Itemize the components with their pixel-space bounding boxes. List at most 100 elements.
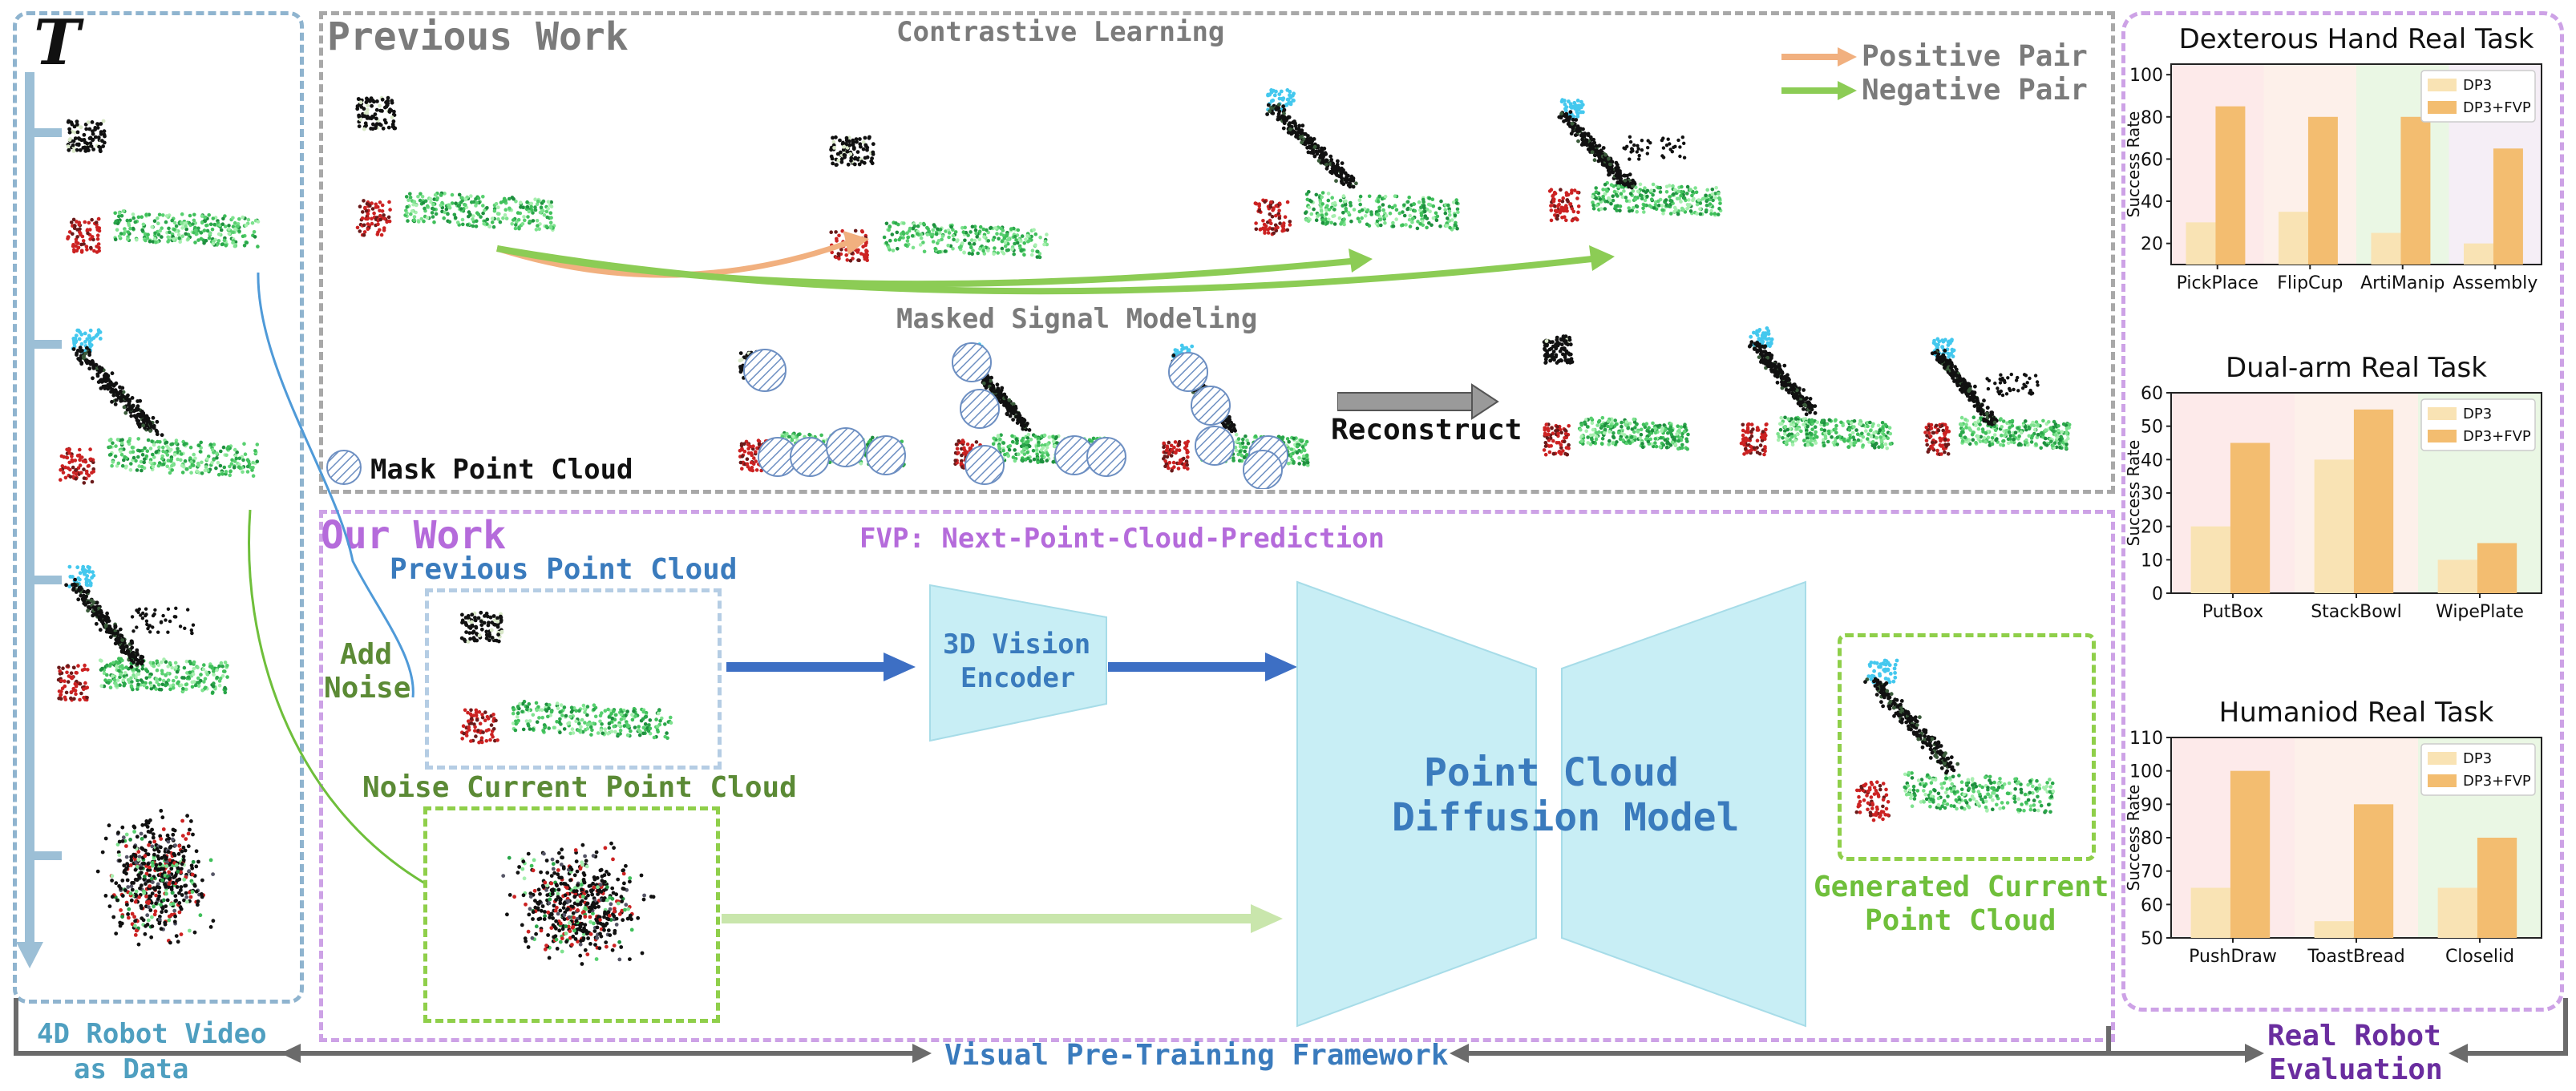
chart-dual-arm-plot-xtick-label: WipePlate	[2436, 602, 2524, 622]
chart-humanoid-plot-legend-label: DP3+FVP	[2463, 773, 2531, 790]
chart-dual-arm-plot-xtick-label: PutBox	[2202, 602, 2263, 622]
legend-positive-pair-arrow	[1781, 47, 1857, 67]
chart-humanoid-plot-bar-dp3-fvp	[2477, 838, 2517, 938]
fvp-subtitle: FVP: Next-Point-Cloud-Prediction	[859, 523, 1385, 555]
masked-signal-modeling-label: Masked Signal Modeling	[896, 303, 1258, 335]
chart-dual-arm-plot-bar-dp3	[2314, 459, 2354, 593]
chart-dexterous-plot-xtick-label: PickPlace	[2177, 273, 2259, 293]
chart-dual-arm-plot-ytick-label: 10	[2141, 551, 2163, 571]
generated-label-2: Point Cloud	[1865, 904, 2056, 937]
noise-current-point-cloud-label: Noise Current Point Cloud	[362, 771, 797, 804]
chart-dexterous-plot-ytick-label: 40	[2141, 192, 2163, 212]
chart-dexterous-plot-bar-dp3	[2186, 222, 2216, 265]
chart-humanoid-plot-bar-dp3	[2437, 887, 2477, 938]
generated-point-cloud-box	[1838, 633, 2096, 861]
chart-dual-arm-plot-bar-dp3	[2190, 526, 2230, 593]
contrastive-cloud-positive	[829, 135, 1049, 263]
chart-dexterous-plot: Dexterous Hand Real Task20406080100Succe…	[2125, 24, 2542, 293]
reconstructed-cloud-2	[1739, 326, 1894, 457]
contrastive-cloud-negative-1	[1253, 88, 1460, 236]
contrastive-cloud-anchor	[355, 95, 556, 237]
chart-dexterous-plot-ylabel: Success Rate	[2125, 111, 2143, 218]
chart-dual-arm-plot-legend-swatch	[2428, 407, 2457, 420]
reconstructed-cloud-3	[1923, 337, 2072, 456]
evaluation-panel	[2121, 11, 2564, 1012]
chart-humanoid-plot-ytick-label: 60	[2141, 895, 2163, 915]
contrastive-learning-label: Contrastive Learning	[896, 16, 1225, 48]
masked-cloud-1	[738, 349, 906, 477]
chart-humanoid-plot-xtick-label: Closelid	[2445, 947, 2514, 967]
contrastive-arrows	[495, 231, 1615, 295]
chart-dual-arm-plot-ytick-label: 20	[2141, 518, 2163, 538]
chart-humanoid-plot-bar-dp3	[2314, 921, 2354, 938]
chart-humanoid-plot-ytick-label: 90	[2141, 795, 2163, 815]
masked-cloud-2	[952, 342, 1126, 485]
masked-cloud-3	[1162, 343, 1310, 489]
previous-work-panel	[319, 11, 2115, 494]
chart-humanoid-plot: Humaniod Real Task5060708090100110Succes…	[2125, 697, 2542, 967]
chart-humanoid-plot-xtick-label: PushDraw	[2189, 947, 2277, 967]
data-label-line1: 4D Robot Video	[37, 1018, 267, 1050]
chart-dexterous-plot-bar-dp3	[2371, 232, 2401, 265]
chart-dual-arm-plot-ylabel: Success Rate	[2125, 440, 2143, 547]
diffusion-model-label-1: Point Cloud	[1424, 750, 1679, 795]
vision-encoder-shape	[929, 584, 1107, 742]
chart-humanoid-plot-bar-dp3-fvp	[2353, 804, 2394, 938]
chart-dexterous-plot-ytick-label: 60	[2141, 150, 2163, 170]
noise-point-cloud	[501, 841, 656, 966]
chart-dexterous-plot-ytick-label: 20	[2141, 235, 2163, 255]
chart-humanoid-plot-bar-dp3	[2190, 887, 2230, 938]
legend-negative-pair-arrow	[1781, 81, 1857, 100]
chart-dexterous-plot-ytick-label: 100	[2129, 66, 2163, 86]
chart-dexterous-plot-bar-dp3-fvp	[2307, 116, 2338, 265]
chart-dexterous-plot-legend-label: DP3+FVP	[2463, 99, 2531, 116]
time-axis-label: T	[34, 6, 81, 79]
chart-dexterous-plot-bar-dp3-fvp	[2493, 148, 2523, 265]
previous-point-cloud	[459, 610, 673, 745]
previous-point-cloud-label: Previous Point Cloud	[390, 553, 738, 586]
our-work-title: Our Work	[321, 513, 507, 558]
timeline-axis	[16, 72, 62, 968]
vision-encoder-label-1: 3D Vision	[943, 628, 1091, 661]
chart-humanoid-plot-legend-swatch	[2428, 752, 2457, 765]
chart-dual-arm-plot-legend-swatch	[2428, 430, 2457, 442]
vision-encoder-label-2: Encoder	[960, 662, 1076, 694]
chart-dual-arm-plot-bar-dp3-fvp	[2230, 442, 2271, 593]
chart-dexterous-plot-xtick-label: ArtiManip	[2360, 273, 2445, 293]
noise-point-cloud-box	[423, 806, 720, 1023]
connector-curves	[248, 272, 426, 885]
chart-humanoid-plot-ytick-label: 50	[2141, 929, 2163, 949]
chart-dexterous-plot-legend-label: DP3	[2463, 77, 2492, 94]
chart-humanoid-plot-ytick-label: 80	[2141, 829, 2163, 849]
previous-point-cloud-box	[425, 588, 722, 770]
chart-dual-arm-plot-bar-dp3	[2437, 560, 2477, 593]
chart-dual-arm-plot-ytick-label: 0	[2152, 584, 2163, 604]
chart-humanoid-plot-xtick-label: ToastBread	[2307, 947, 2404, 967]
chart-dual-arm-plot-legend-label: DP3+FVP	[2463, 428, 2531, 445]
mask-icon	[326, 450, 362, 485]
reconstruct-arrow	[1337, 383, 1499, 420]
chart-humanoid-plot-title: Humaniod Real Task	[2219, 697, 2494, 729]
evaluation-label-1: Real Robot	[2267, 1020, 2441, 1053]
chart-humanoid-plot-ytick-label: 100	[2129, 762, 2163, 782]
diffusion-model-label-2: Diffusion Model	[1392, 795, 1740, 840]
contrastive-cloud-negative-2	[1547, 98, 1723, 223]
legend-negative-pair: Negative Pair	[1862, 74, 2088, 107]
chart-dexterous-plot-legend-swatch	[2428, 101, 2457, 114]
chart-dual-arm-plot-bar-dp3-fvp	[2477, 543, 2517, 593]
chart-dual-arm-plot-ytick-label: 40	[2141, 451, 2163, 471]
timeline-frame-4	[95, 809, 216, 947]
timeline-frame-3	[56, 564, 229, 702]
evaluation-label-2: Evaluation	[2269, 1053, 2443, 1086]
mask-point-cloud-label: Mask Point Cloud	[370, 454, 633, 486]
generated-label-1: Generated Current	[1814, 871, 2109, 903]
generated-point-cloud	[1854, 658, 2056, 822]
framework-label: Visual Pre-Training Framework	[944, 1039, 1449, 1072]
legend-positive-pair: Positive Pair	[1862, 40, 2088, 73]
chart-humanoid: Humaniod Real Task5060708090100110Succes…	[2125, 697, 2542, 967]
chart-dual-arm-plot-xtick-label: StackBowl	[2311, 602, 2402, 622]
chart-dexterous: Dexterous Hand Real Task20406080100Succe…	[2125, 24, 2542, 293]
arrow-to-diffusion	[1108, 653, 1297, 681]
arrow-noise-to-diffusion	[722, 904, 1283, 933]
